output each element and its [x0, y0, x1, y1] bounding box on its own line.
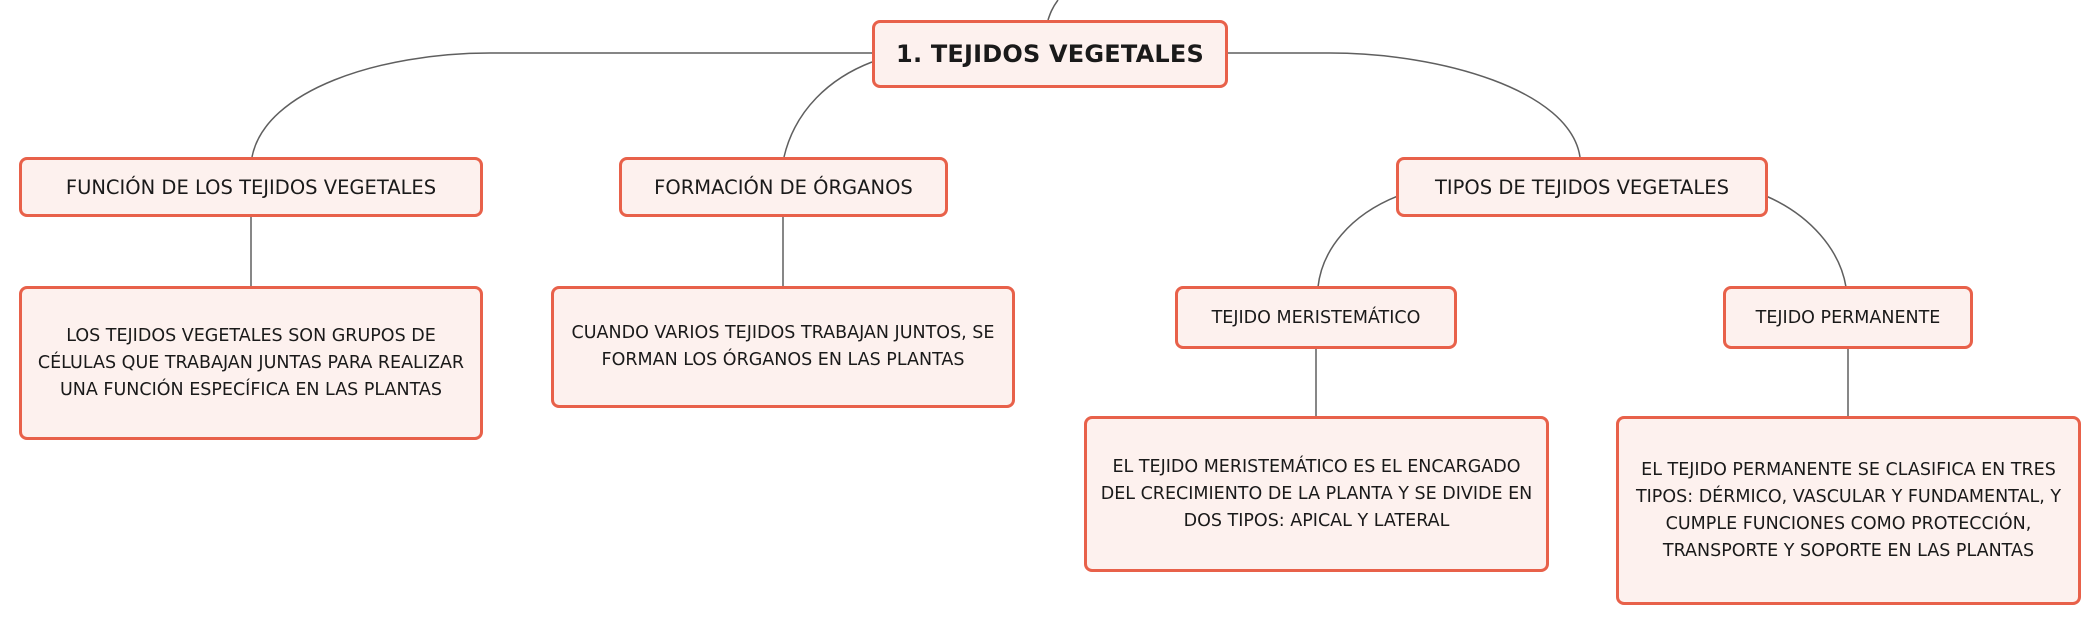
connector-tipos-to-permanente [1765, 195, 1847, 288]
description-formacion[interactable]: CUANDO VARIOS TEJIDOS TRABAJAN JUNTOS, S… [551, 286, 1015, 408]
topic-permanente[interactable]: TEJIDO PERMANENTE [1723, 286, 1973, 349]
description-permanente-text: EL TEJIDO PERMANENTE SE CLASIFICA EN TRE… [1635, 459, 2062, 561]
topic-formacion[interactable]: FORMACIÓN DE ÓRGANOS [619, 157, 948, 217]
connector-parent-to-root [1047, 0, 1059, 21]
connector-root-to-formacion [783, 61, 873, 158]
description-formacion-text: CUANDO VARIOS TEJIDOS TRABAJAN JUNTOS, S… [571, 323, 995, 370]
root-topic[interactable]: 1. TEJIDOS VEGETALES [872, 20, 1228, 88]
description-permanente[interactable]: EL TEJIDO PERMANENTE SE CLASIFICA EN TRE… [1616, 416, 2081, 605]
topic-permanente-label: TEJIDO PERMANENTE [1755, 307, 1941, 328]
topic-meristematico[interactable]: TEJIDO MERISTEMÁTICO [1175, 286, 1457, 349]
root-topic-label: 1. TEJIDOS VEGETALES [896, 40, 1204, 68]
topic-formacion-label: FORMACIÓN DE ÓRGANOS [654, 175, 913, 199]
description-meristematico-text: EL TEJIDO MERISTEMÁTICO ES EL ENCARGADO … [1100, 456, 1533, 531]
description-funcion[interactable]: LOS TEJIDOS VEGETALES SON GRUPOS DE CÉLU… [19, 286, 483, 440]
connector-tipos-to-meristematico [1317, 195, 1399, 288]
description-meristematico[interactable]: EL TEJIDO MERISTEMÁTICO ES EL ENCARGADO … [1084, 416, 1549, 572]
connector-root-to-tipos [1226, 52, 1581, 158]
topic-tipos[interactable]: TIPOS DE TEJIDOS VEGETALES [1396, 157, 1768, 217]
description-funcion-text: LOS TEJIDOS VEGETALES SON GRUPOS DE CÉLU… [37, 325, 465, 400]
topic-meristematico-label: TEJIDO MERISTEMÁTICO [1211, 307, 1421, 328]
connector-root-to-funcion [251, 52, 872, 158]
topic-funcion-label: FUNCIÓN DE LOS TEJIDOS VEGETALES [65, 175, 437, 199]
topic-tipos-label: TIPOS DE TEJIDOS VEGETALES [1435, 175, 1729, 199]
topic-funcion[interactable]: FUNCIÓN DE LOS TEJIDOS VEGETALES [19, 157, 483, 217]
